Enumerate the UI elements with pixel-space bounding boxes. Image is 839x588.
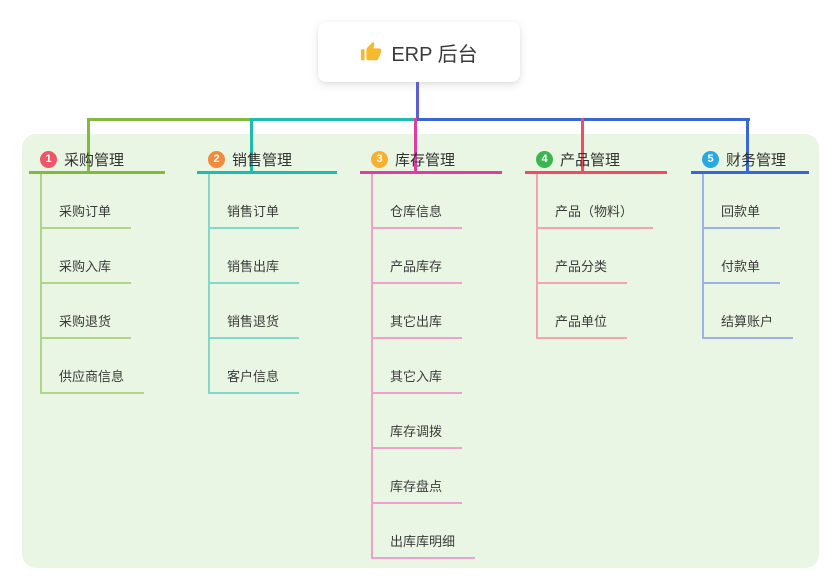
leaf-label: 结算账户 [721,314,774,329]
leaf-node[interactable]: 销售退货 [210,284,300,339]
leaf-label: 库存调拨 [390,424,443,439]
bus-connector-green [87,118,252,121]
leaf-node[interactable]: 产品（物料） [538,174,654,229]
leaf-node[interactable]: 销售订单 [210,174,300,229]
thumbs-up-icon [361,41,382,61]
branch-product: 4 产品管理 产品（物料） 产品分类 产品单位 [525,148,667,339]
branch-drop-connector [746,118,749,174]
leaf-node[interactable]: 销售出库 [210,229,300,284]
leaf-label: 采购退货 [59,314,112,329]
leaf-node[interactable]: 出库库明细 [373,504,476,559]
number-badge: 2 [208,151,225,168]
branch-drop-connector [87,118,90,174]
leaf-label: 出库库明细 [390,534,456,549]
leaf-node[interactable]: 仓库信息 [373,174,463,229]
branch-node-purchase[interactable]: 1 采购管理 [29,148,165,174]
bus-connector-teal [252,118,417,121]
leaf-label: 回款单 [721,204,761,219]
leaf-label: 销售出库 [227,259,280,274]
leaf-label: 销售退货 [227,314,280,329]
branch-inventory: 3 库存管理 仓库信息 产品库存 其它出库 其它入库 库存调拨 库存盘点 出库库… [360,148,502,559]
branch-items: 销售订单 销售出库 销售退货 客户信息 [208,174,300,394]
branch-label: 财务管理 [726,152,787,169]
leaf-label: 仓库信息 [390,204,443,219]
branch-items: 产品（物料） 产品分类 产品单位 [536,174,654,339]
branch-drop-connector [581,118,584,174]
leaf-label: 其它入库 [390,369,443,384]
leaf-node[interactable]: 采购退货 [42,284,132,339]
leaf-label: 付款单 [721,259,761,274]
leaf-label: 客户信息 [227,369,280,384]
leaf-node[interactable]: 产品库存 [373,229,463,284]
leaf-node[interactable]: 库存盘点 [373,449,463,504]
branch-label: 采购管理 [64,152,125,169]
leaf-node[interactable]: 产品分类 [538,229,628,284]
branch-items: 采购订单 采购入库 采购退货 供应商信息 [40,174,145,394]
number-badge: 3 [371,151,388,168]
branch-finance: 5 财务管理 回款单 付款单 结算账户 [691,148,809,339]
leaf-node[interactable]: 采购入库 [42,229,132,284]
leaf-label: 采购入库 [59,259,112,274]
leaf-label: 其它出库 [390,314,443,329]
branch-items: 仓库信息 产品库存 其它出库 其它入库 库存调拨 库存盘点 出库库明细 [371,174,476,559]
leaf-node[interactable]: 结算账户 [704,284,794,339]
background-panel [22,134,819,568]
branch-node-sales[interactable]: 2 销售管理 [197,148,337,174]
leaf-node[interactable]: 其它入库 [373,339,463,394]
leaf-node[interactable]: 回款单 [704,174,781,229]
leaf-label: 产品分类 [555,259,608,274]
leaf-label: 供应商信息 [59,369,125,384]
branch-items: 回款单 付款单 结算账户 [702,174,794,339]
branch-node-finance[interactable]: 5 财务管理 [691,148,809,174]
leaf-node[interactable]: 供应商信息 [42,339,145,394]
leaf-node[interactable]: 产品单位 [538,284,628,339]
branch-node-inventory[interactable]: 3 库存管理 [360,148,502,174]
branch-sales: 2 销售管理 销售订单 销售出库 销售退货 客户信息 [197,148,337,394]
leaf-label: 产品库存 [390,259,443,274]
leaf-label: 产品单位 [555,314,608,329]
leaf-node[interactable]: 采购订单 [42,174,132,229]
leaf-label: 采购订单 [59,204,112,219]
root-node[interactable]: ERP 后台 [318,22,520,82]
leaf-node[interactable]: 客户信息 [210,339,300,394]
branch-drop-connector [250,118,253,174]
branch-drop-connector [414,118,417,174]
leaf-label: 销售订单 [227,204,280,219]
number-badge: 1 [40,151,57,168]
branch-purchase: 1 采购管理 采购订单 采购入库 采购退货 供应商信息 [29,148,165,394]
branch-label: 产品管理 [560,152,621,169]
leaf-node[interactable]: 其它出库 [373,284,463,339]
leaf-node[interactable]: 库存调拨 [373,394,463,449]
branch-label: 销售管理 [232,152,293,169]
root-label: ERP 后台 [391,43,478,66]
leaf-label: 库存盘点 [390,479,443,494]
leaf-label: 产品（物料） [555,204,634,219]
number-badge: 5 [702,151,719,168]
branch-node-product[interactable]: 4 产品管理 [525,148,667,174]
number-badge: 4 [536,151,553,168]
branch-label: 库存管理 [395,152,456,169]
leaf-node[interactable]: 付款单 [704,229,781,284]
trunk-connector [416,82,419,121]
